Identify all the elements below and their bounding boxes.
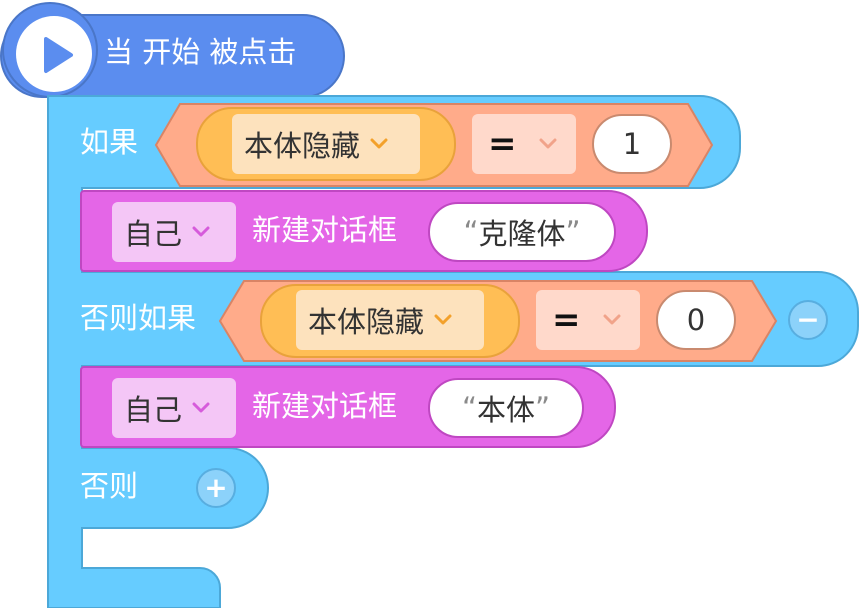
operator-dropdown[interactable]: = [536,290,640,350]
play-icon [44,37,73,73]
value-text: 1 [622,127,642,161]
dialog-text: 本体 [476,393,535,427]
remove-branch-button[interactable]: − [788,300,828,340]
if-label: 如果 [80,125,139,159]
dialog-text: 克隆体 [478,217,566,251]
sensor-dropdown-label: 本体隐藏 [308,305,425,339]
say-action-label: 新建对话框 [252,213,398,247]
chevron-down-icon [434,314,452,325]
start-button-ring[interactable] [2,2,98,98]
sensor-dropdown[interactable]: 本体隐藏 [232,114,420,174]
minus-icon: − [796,303,820,336]
open-quote: “ [461,391,477,425]
value-text: 0 [686,303,706,337]
say-action-label: 新建对话框 [252,389,398,423]
add-branch-button[interactable]: + [196,468,236,508]
start-button[interactable] [16,16,92,92]
close-quote: ” [535,391,551,425]
value-input[interactable]: 1 [592,114,672,174]
else-if-label: 否则如果 [80,301,197,335]
open-quote: “ [463,215,479,249]
target-dropdown[interactable]: 自己 [112,202,236,262]
operator-label: = [552,300,581,340]
sensor-dropdown[interactable]: 本体隐藏 [296,290,484,350]
hat-label: 当 开始 被点击 [104,35,297,69]
chevron-down-icon [370,138,388,149]
operator-label: = [488,124,517,164]
dialog-text-input[interactable]: “ 本体 ” [428,378,584,438]
sensor-dropdown-label: 本体隐藏 [244,129,361,163]
target-dropdown-label: 自己 [124,393,183,427]
close-quote: ” [565,215,581,249]
chevron-down-icon [192,226,210,237]
plus-icon: + [204,471,228,504]
dialog-text-input[interactable]: “ 克隆体 ” [428,202,616,262]
else-label: 否则 [80,469,139,503]
operator-dropdown[interactable]: = [472,114,576,174]
chevron-down-icon [192,402,210,413]
chevron-down-icon [539,138,556,149]
chevron-down-icon [603,314,620,325]
target-dropdown-label: 自己 [124,217,183,251]
value-input[interactable]: 0 [656,290,736,350]
target-dropdown[interactable]: 自己 [112,378,236,438]
